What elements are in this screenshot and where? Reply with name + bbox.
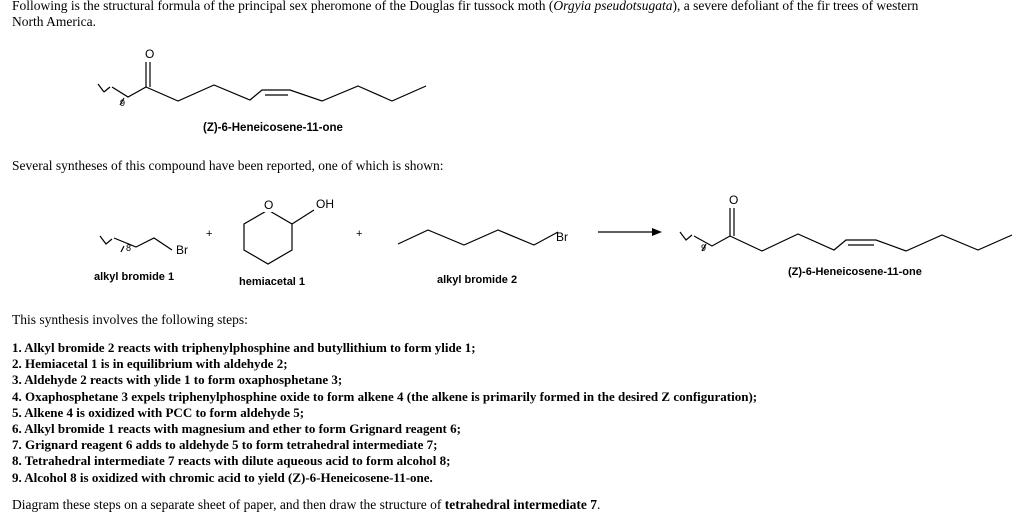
reaction-arrow bbox=[598, 228, 662, 236]
target-compound-name: (Z)-6-Heneicosene-11-one bbox=[203, 122, 343, 134]
step-8: 8. Tetrahedral intermediate 7 reacts wit… bbox=[12, 453, 451, 469]
alkyl-bromide-1-br: Br bbox=[176, 243, 188, 257]
target-repeat-bracket bbox=[97, 83, 111, 93]
hemiacetal-1-label: hemiacetal 1 bbox=[239, 276, 306, 288]
step-7: 7. Grignard reagent 6 adds to aldehyde 5… bbox=[12, 437, 438, 453]
target-repeat-tick bbox=[119, 97, 125, 106]
alkyl-bromide-1-structure bbox=[99, 235, 173, 253]
final-instruction-text: Diagram these steps on a separate sheet … bbox=[12, 497, 445, 512]
species-name: Orgyia pseudotsugata bbox=[553, 0, 673, 13]
step-3: 3. Aldehyde 2 reacts with ylide 1 to for… bbox=[12, 372, 343, 388]
step-6: 6. Alkyl bromide 1 reacts with magnesium… bbox=[12, 421, 461, 437]
intro-text-before: Following is the structural formula of t… bbox=[12, 0, 554, 13]
intro-line-2: North America. bbox=[12, 14, 96, 29]
product-oxygen-label: O bbox=[729, 193, 739, 207]
target-chain-main bbox=[145, 84, 427, 102]
target-repeat-subscript: 9 bbox=[120, 98, 126, 108]
hemiacetal-oxygen: O bbox=[263, 198, 275, 212]
hemiacetal-oh: OH bbox=[316, 197, 334, 211]
final-instruction-emphasis: tetrahedral intermediate 7 bbox=[444, 497, 597, 512]
step-5: 5. Alkene 4 is oxidized with PCC to form… bbox=[12, 404, 305, 420]
alkyl-bromide-2-structure bbox=[397, 229, 559, 246]
steps-intro: This synthesis involves the following st… bbox=[12, 312, 248, 327]
plus-sign-2: + bbox=[356, 228, 363, 240]
alkyl-bromide-1-subscript: 8 bbox=[126, 243, 132, 253]
steps-list: 1. Alkyl bromide 2 reacts with triphenyl… bbox=[12, 340, 757, 486]
step-2: 2. Hemiacetal 1 is in equilibrium with a… bbox=[12, 356, 288, 372]
hemiacetal-ring bbox=[243, 209, 315, 265]
target-oxygen-label: O bbox=[145, 47, 155, 61]
final-instruction-period: . bbox=[597, 497, 601, 512]
intro-text-after: ), a severe defoliant of the fir trees o… bbox=[672, 0, 919, 13]
target-carbonyl-double-bond bbox=[145, 62, 151, 87]
alkyl-bromide-1-label: alkyl bromide 1 bbox=[94, 271, 175, 283]
alkyl-bromide-2-label: alkyl bromide 2 bbox=[437, 274, 518, 286]
intro-line-1: Following is the structural formula of t… bbox=[12, 0, 918, 14]
plus-sign-1: + bbox=[206, 228, 213, 240]
alkyl-bromide-2-br: Br bbox=[556, 230, 568, 244]
product-subscript: 9 bbox=[701, 243, 707, 253]
step-1: 1. Alkyl bromide 2 reacts with triphenyl… bbox=[12, 340, 476, 355]
product-structure bbox=[679, 208, 1013, 252]
step-9: 9. Alcohol 8 is oxidized with chromic ac… bbox=[12, 469, 433, 485]
target-structure bbox=[97, 62, 427, 106]
product-name-label: (Z)-6-Heneicosene-11-one bbox=[788, 266, 922, 278]
target-chain-left bbox=[111, 86, 147, 98]
step-4: 4. Oxaphosphetane 3 expels triphenylphos… bbox=[12, 388, 758, 404]
final-instruction: Diagram these steps on a separate sheet … bbox=[12, 497, 600, 513]
syntheses-text: Several syntheses of this compound have … bbox=[12, 158, 444, 173]
